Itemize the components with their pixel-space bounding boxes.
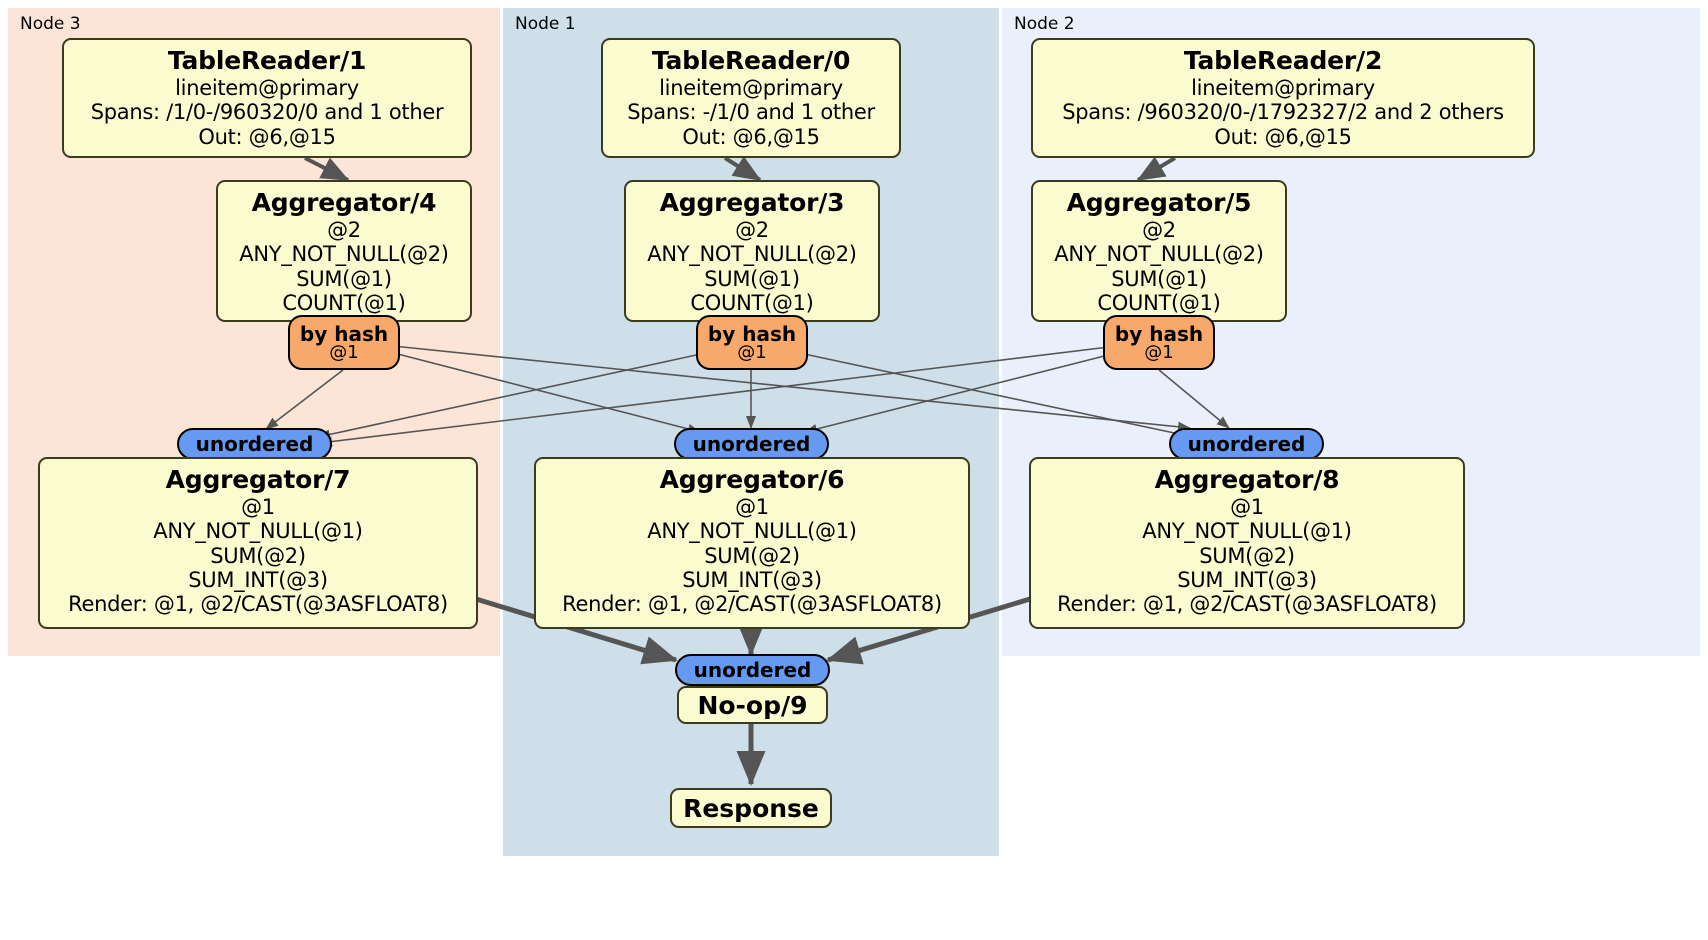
processor-line: SUM(@1) — [1111, 266, 1207, 291]
processor-title: Aggregator/6 — [659, 465, 845, 494]
processor-line: Spans: -/1/0 and 1 other — [627, 100, 875, 125]
processor-line: Render: @1, @2/CAST(@3ASFLOAT8) — [562, 592, 942, 617]
node-label-node2: Node 2 — [1014, 14, 1075, 34]
processor-title: TableReader/0 — [651, 46, 851, 75]
badge-label: unordered — [693, 657, 812, 682]
processor-title: Aggregator/5 — [1066, 188, 1252, 217]
processor-aggregator-7[interactable]: Aggregator/7 @1 ANY_NOT_NULL(@1) SUM(@2)… — [38, 457, 478, 629]
processor-line: @1 — [1230, 495, 1264, 519]
badge-label: unordered — [692, 431, 811, 456]
processor-line: Render: @1, @2/CAST(@3ASFLOAT8) — [68, 592, 448, 617]
input-badge-unordered-center[interactable]: unordered — [674, 428, 829, 460]
node-label-node1: Node 1 — [515, 14, 576, 34]
processor-line: SUM_INT(@3) — [682, 568, 822, 593]
processor-title: TableReader/1 — [167, 46, 367, 75]
processor-line: Spans: /960320/0-/1792327/2 and 2 others — [1062, 100, 1504, 125]
processor-line: SUM(@1) — [704, 266, 800, 291]
processor-title: No-op/9 — [697, 690, 808, 720]
processor-aggregator-4[interactable]: Aggregator/4 @2 ANY_NOT_NULL(@2) SUM(@1)… — [216, 180, 472, 322]
processor-line: SUM(@2) — [1199, 543, 1295, 568]
processor-line: @2 — [327, 218, 361, 242]
processor-line: SUM(@1) — [296, 266, 392, 291]
processor-line: lineitem@primary — [659, 76, 843, 100]
output-badge-by-hash-left[interactable]: by hash @1 — [288, 315, 400, 370]
processor-line: lineitem@primary — [1191, 76, 1375, 100]
processor-line: Out: @6,@15 — [1214, 124, 1352, 149]
processor-line: lineitem@primary — [175, 76, 359, 100]
badge-label: by hash — [707, 322, 797, 347]
badge-sublabel: @1 — [737, 342, 767, 364]
processor-aggregator-3[interactable]: Aggregator/3 @2 ANY_NOT_NULL(@2) SUM(@1)… — [624, 180, 880, 322]
processor-line: @1 — [241, 495, 275, 519]
processor-line: ANY_NOT_NULL(@2) — [239, 242, 449, 267]
input-badge-unordered-left[interactable]: unordered — [177, 428, 332, 460]
input-badge-unordered-right[interactable]: unordered — [1169, 428, 1324, 460]
processor-line: SUM(@2) — [704, 543, 800, 568]
processor-line: Out: @6,@15 — [682, 124, 820, 149]
processor-line: @1 — [735, 495, 769, 519]
processor-title: Aggregator/3 — [659, 188, 845, 217]
processor-tablereader-0[interactable]: TableReader/0 lineitem@primary Spans: -/… — [601, 38, 901, 158]
processor-line: ANY_NOT_NULL(@1) — [153, 519, 363, 544]
input-badge-unordered-final[interactable]: unordered — [675, 654, 830, 686]
processor-title: Response — [683, 793, 819, 823]
processor-line: Spans: /1/0-/960320/0 and 1 other — [90, 100, 444, 125]
processor-aggregator-6[interactable]: Aggregator/6 @1 ANY_NOT_NULL(@1) SUM(@2)… — [534, 457, 970, 629]
processor-line: ANY_NOT_NULL(@1) — [1142, 519, 1352, 544]
processor-line: SUM_INT(@3) — [1177, 568, 1317, 593]
processor-title: Aggregator/8 — [1154, 465, 1340, 494]
processor-tablereader-1[interactable]: TableReader/1 lineitem@primary Spans: /1… — [62, 38, 472, 158]
processor-line: @2 — [735, 218, 769, 242]
processor-line: COUNT(@1) — [690, 291, 814, 316]
processor-tablereader-2[interactable]: TableReader/2 lineitem@primary Spans: /9… — [1031, 38, 1535, 158]
processor-line: COUNT(@1) — [282, 291, 406, 316]
processor-line: @2 — [1142, 218, 1176, 242]
processor-title: Aggregator/4 — [251, 188, 437, 217]
processor-line: SUM_INT(@3) — [188, 568, 328, 593]
processor-line: ANY_NOT_NULL(@2) — [647, 242, 857, 267]
processor-title: TableReader/2 — [1183, 46, 1383, 75]
badge-label: by hash — [299, 322, 389, 347]
output-badge-by-hash-right[interactable]: by hash @1 — [1103, 315, 1215, 370]
processor-line: SUM(@2) — [210, 543, 306, 568]
processor-line: COUNT(@1) — [1097, 291, 1221, 316]
badge-sublabel: @1 — [329, 342, 359, 364]
processor-line: Render: @1, @2/CAST(@3ASFLOAT8) — [1057, 592, 1437, 617]
badge-label: unordered — [1187, 431, 1306, 456]
processor-aggregator-8[interactable]: Aggregator/8 @1 ANY_NOT_NULL(@1) SUM(@2)… — [1029, 457, 1465, 629]
badge-label: unordered — [195, 431, 314, 456]
badge-sublabel: @1 — [1144, 342, 1174, 364]
badge-label: by hash — [1114, 322, 1204, 347]
processor-response[interactable]: Response — [670, 788, 832, 828]
processor-line: ANY_NOT_NULL(@2) — [1054, 242, 1264, 267]
output-badge-by-hash-center[interactable]: by hash @1 — [696, 315, 808, 370]
processor-title: Aggregator/7 — [165, 465, 351, 494]
node-label-node3: Node 3 — [20, 14, 81, 34]
processor-noop-9[interactable]: No-op/9 — [677, 686, 828, 724]
processor-line: Out: @6,@15 — [198, 124, 336, 149]
processor-line: ANY_NOT_NULL(@1) — [647, 519, 857, 544]
processor-aggregator-5[interactable]: Aggregator/5 @2 ANY_NOT_NULL(@2) SUM(@1)… — [1031, 180, 1287, 322]
